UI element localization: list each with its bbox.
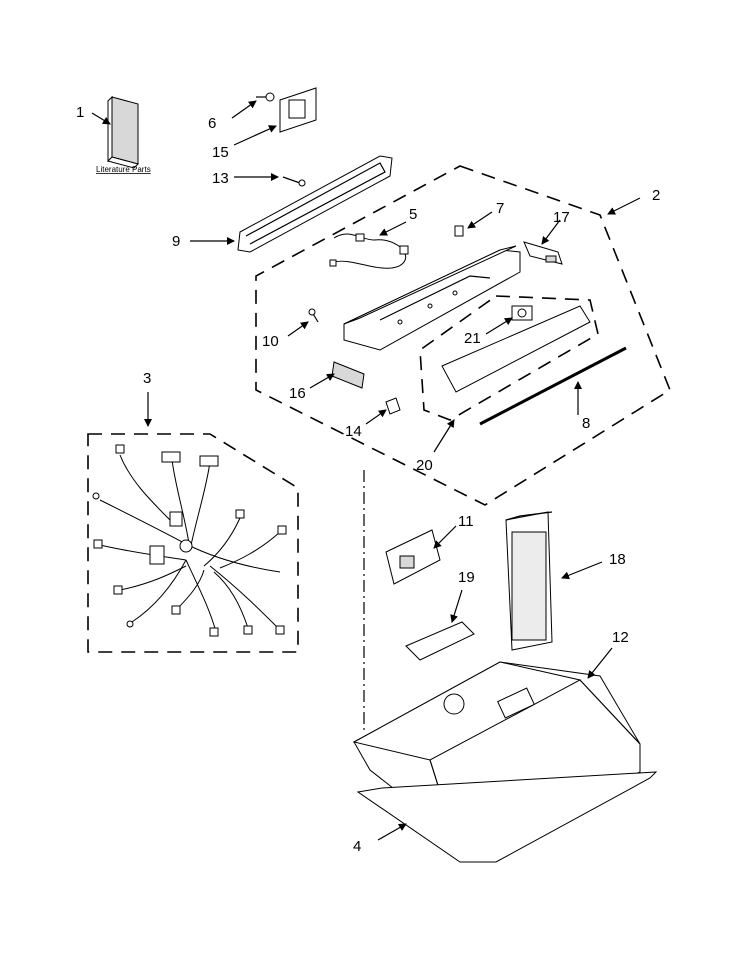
- console-housing: [343, 245, 521, 351]
- callout-11: 11: [458, 513, 474, 530]
- callout-13: 13: [212, 170, 229, 187]
- callout-17: 17: [553, 209, 570, 226]
- screw-10: [308, 308, 319, 323]
- wire-harness-3: [92, 444, 287, 637]
- callout-15: 15: [212, 144, 229, 161]
- switch-17: [523, 241, 563, 265]
- bracket-15: [279, 87, 317, 133]
- screw-13: [282, 176, 306, 187]
- callout-6: 6: [208, 115, 216, 132]
- control-panel-cover: [441, 305, 591, 393]
- callout-4: 4: [353, 838, 361, 855]
- callout-12: 12: [612, 629, 629, 646]
- clip-7: [454, 225, 464, 237]
- callout-1: 1: [76, 104, 84, 121]
- wire-harness-boundary-3: [87, 433, 299, 653]
- strip-8: [479, 346, 627, 426]
- literature-parts-label: Literature Parts: [96, 165, 151, 174]
- callout-10: 10: [262, 333, 279, 350]
- callout-5: 5: [409, 206, 417, 223]
- callout-2: 2: [652, 187, 660, 204]
- screw-6: [256, 92, 275, 102]
- callout-7: 7: [496, 200, 504, 217]
- callout-19: 19: [458, 569, 475, 586]
- console-trim-9: [237, 155, 393, 253]
- cover-19: [405, 621, 475, 661]
- literature-booklet: [107, 95, 139, 169]
- callout-21: 21: [464, 330, 481, 347]
- callout-leaders: [91, 100, 641, 841]
- wire-harness-5: [329, 233, 409, 269]
- console-group-boundary-2: [255, 165, 671, 506]
- callout-3: 3: [143, 370, 151, 387]
- callout-14: 14: [345, 423, 362, 440]
- lint-filter-18: [505, 511, 553, 651]
- callout-20: 20: [416, 457, 433, 474]
- callout-8: 8: [582, 415, 590, 432]
- callout-9: 9: [172, 233, 180, 250]
- control-board-11: [385, 529, 441, 585]
- callout-16: 16: [289, 385, 306, 402]
- clip-14: [385, 397, 401, 415]
- callout-18: 18: [609, 551, 626, 568]
- connector-16: [331, 361, 365, 389]
- gasket-sheet-4: [356, 771, 658, 863]
- knob-21: [511, 305, 533, 321]
